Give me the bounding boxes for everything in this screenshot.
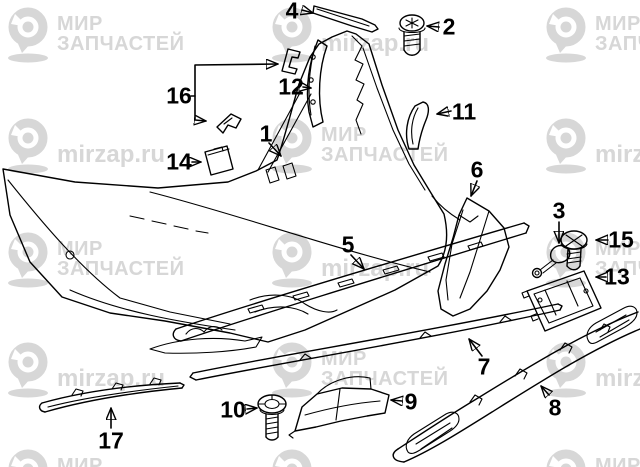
callout-label-2: 2 [442,13,456,40]
watermark-url-tile: mirzap.ru [270,445,429,467]
part-16-clip-set-drawing [216,48,301,134]
callout-label-15: 15 [608,226,634,253]
callout-label-9: 9 [404,388,418,415]
leader-4 [302,10,314,13]
leader-16b [195,95,207,121]
leader-16a [190,64,279,97]
leader-1 [268,142,282,157]
callout-leader-lines [111,10,609,429]
leader-9 [390,400,402,401]
watermark-url-text: mirzap.ru [57,365,166,392]
watermark-logo-icon [8,342,48,398]
watermark-url-tile: mirzap.ru [544,114,640,174]
part-7-trim-strip-drawing [189,303,563,381]
callout-label-7: 7 [477,353,491,380]
part-6-lower-valance-corner-drawing [437,197,510,317]
watermark-url-tile: mirzap.ru [6,114,165,174]
watermark-logo-icon [8,449,48,467]
callout-label-13: 13 [604,263,630,290]
watermark-logo-icon [546,449,586,467]
callout-label-6: 6 [470,156,484,183]
callout-label-8: 8 [548,394,562,421]
callout-label-10: 10 [220,396,246,423]
callout-label-14: 14 [166,148,192,175]
part-2-screw-drawing [398,14,426,56]
callout-label-12: 12 [278,73,304,100]
callout-label-11: 11 [451,98,477,125]
leader-6 [471,180,477,197]
watermark-logo-icon [8,7,48,63]
callout-label-16: 16 [166,82,192,109]
watermark-logo-icon [272,7,312,63]
leader-8 [540,385,549,395]
watermark-logo-icon [272,449,312,467]
part-3-retaining-clip-drawing [531,244,571,279]
part-9-exhaust-trim-drawing [288,376,390,439]
part-5-center-support-rail-drawing [149,222,530,354]
watermark-url-tile: mirzap.ru [6,338,165,398]
watermark-url-tile: mirzap.ru [544,338,640,398]
callout-label-17: 17 [98,427,124,454]
callout-label-1: 1 [259,120,273,147]
watermark-url-text: mirzap.ru [595,365,640,392]
watermark-url-text: mirzap.ru [595,141,640,168]
leader-5 [350,254,365,270]
part-8-lower-diffuser-strip-drawing [392,305,640,463]
leader-7 [468,338,483,357]
callout-label-5: 5 [341,231,355,258]
watermark-logo-icon [546,7,586,63]
leader-12 [303,87,312,88]
watermark-url-text: mirzap.ru [57,141,166,168]
watermark-logo-icon [272,118,312,174]
part-11-side-trim-drawing [405,101,430,150]
part-4-upper-strip-drawing [312,5,379,33]
part-17-reflector-drawing [38,377,185,413]
watermark-logo-icon [272,232,312,288]
watermark-logo-icon [546,342,586,398]
callout-label-3: 3 [552,197,566,224]
leader-10 [247,408,258,409]
callout-label-4: 4 [285,0,299,24]
leader-11 [436,111,452,114]
watermark-logo-icon [546,118,586,174]
part-14-mounting-plate-drawing [204,145,234,176]
part-10-screw-drawing [257,394,287,441]
leader-2 [426,26,440,27]
